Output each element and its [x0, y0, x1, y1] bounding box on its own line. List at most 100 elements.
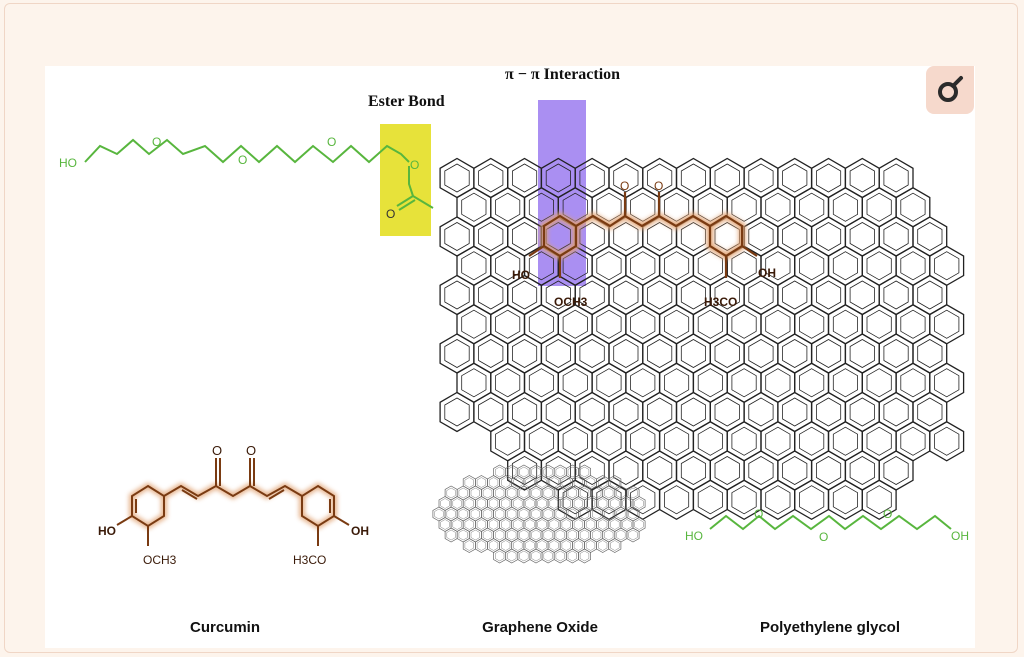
- figure-image: HO O O O O O O O: [45, 66, 975, 648]
- hexagon-ring-inner: [537, 477, 547, 488]
- hexagon-ring-inner: [832, 485, 858, 515]
- hexagon-ring-inner: [630, 485, 656, 515]
- hexagon-ring-inner: [555, 466, 565, 478]
- hexagon-ring-inner: [866, 309, 892, 339]
- hexagon-ring-inner: [917, 222, 943, 251]
- hexagon-ring-inner: [816, 397, 842, 427]
- hexagon-ring-inner: [592, 529, 602, 541]
- hexagon-ring-inner: [461, 368, 487, 398]
- hexagon-ring-inner: [461, 251, 487, 281]
- hexagon-ring-inner: [613, 280, 639, 310]
- hexagon-ring-inner: [765, 251, 791, 281]
- hexagon-ring-inner: [613, 339, 639, 368]
- hexagon-ring-inner: [934, 309, 960, 339]
- hexagon-ring-inner: [507, 466, 517, 478]
- hexagon-ring-inner: [495, 309, 521, 339]
- curcumin-top-h3co-label: H3CO: [704, 295, 737, 309]
- ester-bond-label: Ester Bond: [368, 93, 445, 110]
- hexagon-ring-inner: [782, 397, 808, 427]
- hexagon-ring-inner: [630, 309, 656, 339]
- hexagon-ring-inner: [567, 550, 577, 562]
- peg-top-ho-label: HO: [59, 156, 77, 170]
- hexagon-ring-inner: [482, 529, 493, 541]
- zoom-button[interactable]: [926, 66, 974, 114]
- hexagon-ring-inner: [501, 540, 511, 551]
- hexagon-ring-inner: [555, 529, 565, 541]
- hexagon-ring-inner: [573, 498, 584, 509]
- hexagon-ring-inner: [476, 540, 487, 551]
- hexagon-ring-inner: [883, 456, 909, 485]
- hexagon-ring-inner: [664, 485, 690, 515]
- hexagon-ring-inner: [531, 466, 541, 478]
- hexagon-ring-inner: [934, 251, 960, 281]
- hexagon-ring-inner: [562, 309, 588, 339]
- peg-molecule: [709, 514, 952, 531]
- hexagon-ring-inner: [507, 550, 517, 562]
- hexagon-ring-inner: [561, 540, 571, 551]
- hexagon-ring-inner: [799, 485, 825, 515]
- curcumin-top-oh-label: OH: [758, 266, 776, 280]
- hexagon-ring-inner: [446, 487, 456, 499]
- hexagon-ring-inner: [697, 426, 723, 456]
- hexagon-ring-inner: [630, 368, 656, 398]
- hexagon-ring-inner: [934, 368, 960, 398]
- hexagon-ring-inner: [478, 397, 504, 427]
- hexagon-ring-inner: [622, 498, 632, 509]
- hexagon-ring-inner: [525, 540, 535, 551]
- hexagon-ring-inner: [883, 222, 909, 251]
- curcumin-ho-label: HO: [98, 524, 116, 538]
- hexagon-ring-inner: [634, 519, 644, 530]
- hexagon-ring-inner: [647, 339, 673, 368]
- curcumin-caption: Curcumin: [189, 619, 260, 636]
- ester-carbonyl-o-label: O: [386, 207, 395, 221]
- hexagon-ring-inner: [519, 466, 529, 478]
- hexagon-ring-inner: [628, 529, 638, 541]
- hexagon-ring-inner: [832, 368, 858, 398]
- hexagon-ring-inner: [613, 222, 639, 251]
- hexagon-ring-inner: [731, 251, 757, 281]
- hexagon-ring-inner: [579, 280, 605, 310]
- hexagon-ring-inner: [765, 426, 791, 456]
- hexagon-ring-inner: [446, 529, 456, 541]
- hexagon-ring-inner: [680, 222, 706, 251]
- hexagon-ring-inner: [555, 487, 565, 499]
- hexagon-ring-inner: [748, 456, 774, 485]
- hexagon-ring-inner: [647, 280, 673, 310]
- hexagon-ring-inner: [664, 426, 690, 456]
- hexagon-ring-inner: [610, 477, 620, 488]
- hexagon-ring-inner: [900, 368, 926, 398]
- hexagon-ring-inner: [849, 456, 875, 485]
- hexagon-ring-inner: [555, 508, 565, 520]
- hexagon-ring-inner: [934, 426, 960, 456]
- hexagon-ring-inner: [555, 550, 565, 562]
- hexagon-ring-inner: [610, 498, 620, 509]
- curcumin-top-ho-label: HO: [512, 268, 530, 282]
- hexagon-ring-inner: [495, 550, 505, 562]
- hexagon-ring-inner: [585, 540, 596, 551]
- hexagon-ring-inner: [664, 309, 690, 339]
- hexagon-ring-inner: [680, 163, 706, 193]
- hexagon-ring-inner: [579, 487, 590, 499]
- hexagon-ring-inner: [501, 519, 511, 530]
- hexagon-ring-inner: [900, 426, 926, 456]
- hexagon-ring-inner: [616, 508, 626, 520]
- hexagon-ring-inner: [561, 498, 571, 509]
- hexagon-ring-inner: [440, 519, 450, 530]
- hexagon-ring-inner: [531, 508, 541, 520]
- hexagon-ring-inner: [634, 498, 644, 509]
- hexagon-ring-inner: [616, 487, 626, 499]
- hexagon-ring-inner: [495, 426, 521, 456]
- hexagon-ring-inner: [488, 540, 499, 551]
- hexagon-ring-inner: [579, 163, 605, 193]
- hexagon-ring-inner: [596, 426, 622, 456]
- hexagon-ring-inner: [537, 519, 547, 530]
- peg-top-o-label: O: [327, 135, 336, 149]
- hexagon-ring-inner: [519, 529, 529, 541]
- hexagon-ring-inner: [495, 466, 505, 478]
- hexagon-ring-inner: [647, 456, 673, 485]
- hexagon-ring-inner: [883, 397, 909, 427]
- hexagon-ring-inner: [832, 309, 858, 339]
- hexagon-ring-inner: [440, 498, 450, 509]
- hexagon-ring-inner: [452, 498, 462, 509]
- hexagon-ring-inner: [561, 519, 571, 530]
